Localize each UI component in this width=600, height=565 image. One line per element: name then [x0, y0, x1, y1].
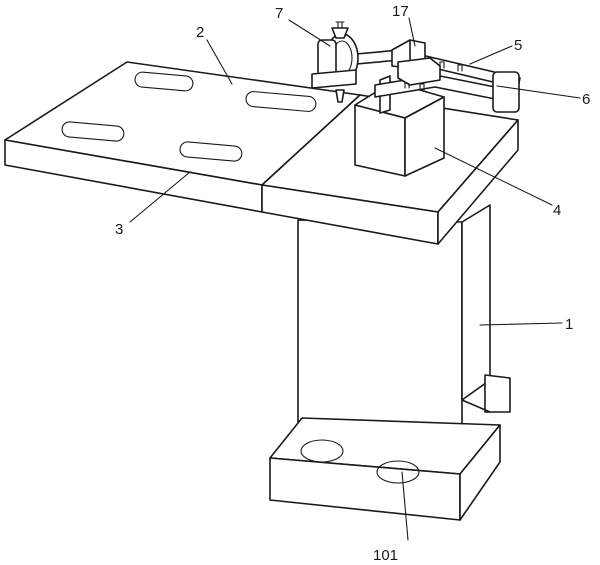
leader-1 — [479, 322, 563, 326]
mount-hole-left — [300, 439, 344, 463]
leader-7 — [288, 19, 331, 47]
label-6: 6 — [582, 91, 590, 108]
label-3: 3 — [115, 221, 123, 238]
slot-2 — [245, 91, 317, 112]
slot-1 — [134, 71, 194, 92]
leader-3 — [129, 171, 191, 223]
leader-5 — [469, 45, 513, 65]
cutter-wheel — [311, 21, 359, 103]
slot-4 — [179, 141, 243, 162]
label-2: 2 — [196, 24, 204, 41]
slotted-plate — [4, 61, 361, 213]
label-4: 4 — [553, 202, 561, 219]
support-column — [297, 204, 511, 461]
label-7: 7 — [275, 5, 283, 22]
slot-3 — [61, 121, 125, 142]
leader-6 — [496, 85, 581, 99]
base-foot — [269, 417, 501, 521]
mount-hole-right — [376, 460, 420, 484]
label-1: 1 — [565, 316, 573, 333]
label-101: 101 — [373, 547, 398, 564]
leader-17 — [408, 17, 416, 47]
label-5: 5 — [514, 37, 522, 54]
leader-4 — [434, 147, 553, 206]
leader-lines — [129, 17, 581, 541]
leader-2 — [206, 39, 233, 85]
leader-101 — [401, 471, 409, 541]
slider-block — [391, 39, 441, 86]
label-17: 17 — [392, 3, 409, 20]
mount-block — [354, 75, 445, 177]
